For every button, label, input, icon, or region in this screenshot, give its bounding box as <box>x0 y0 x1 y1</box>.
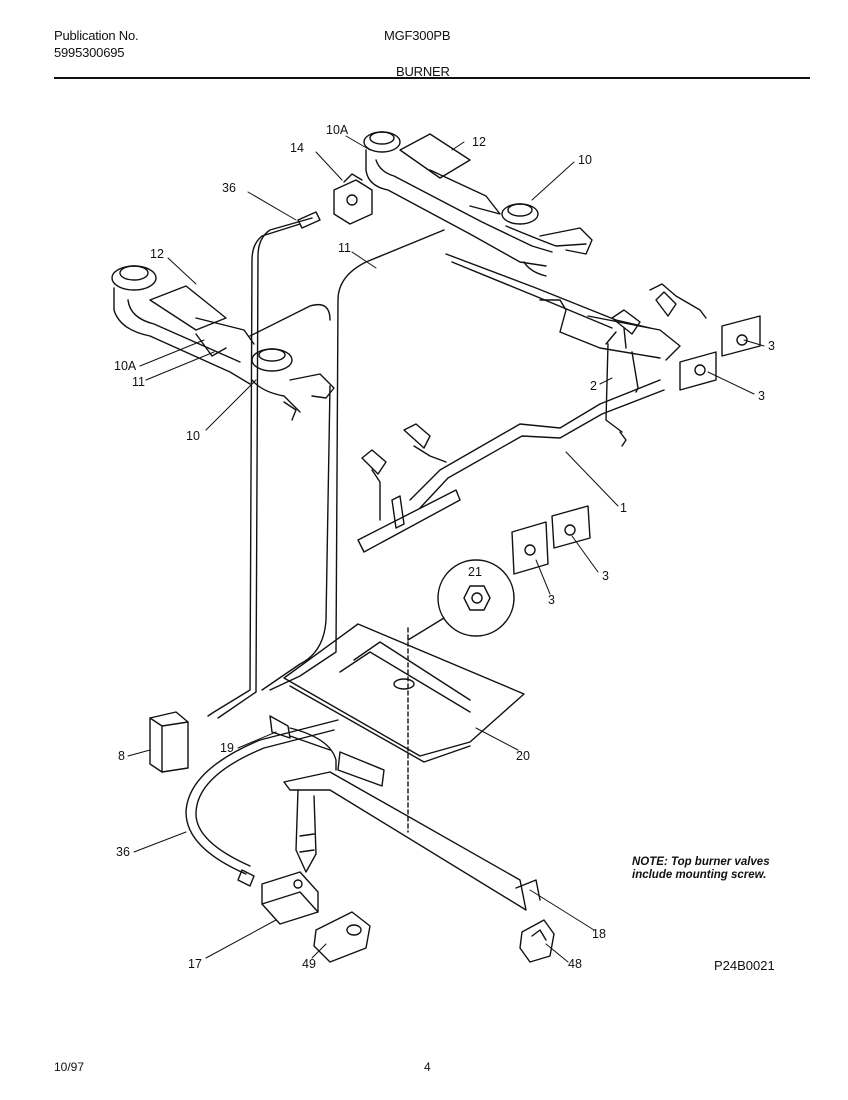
callout-10-top: 10 <box>578 153 592 167</box>
callout-20: 20 <box>516 749 530 763</box>
rear-mounting-plates <box>619 315 761 447</box>
header-rule <box>54 77 810 79</box>
footer-date: 10/97 <box>54 1060 85 1074</box>
callout-3-d: 3 <box>548 593 555 607</box>
callout-21: 21 <box>468 565 482 579</box>
rear-valves <box>605 283 707 433</box>
diagram-code: P24B0021 <box>714 958 775 973</box>
note-line-1: NOTE: Top burner valves <box>632 856 770 868</box>
callout-14: 14 <box>290 141 304 155</box>
callout-3-a: 3 <box>768 339 775 353</box>
flex-tube <box>185 719 339 887</box>
clip-48 <box>519 919 555 963</box>
model-number: MGF300PB <box>384 28 451 43</box>
callout-10a-left: 10A <box>114 359 137 373</box>
rear-burner-assembly <box>363 131 681 361</box>
note-line-2: include mounting screw. <box>632 869 767 881</box>
callout-18: 18 <box>592 927 606 941</box>
mounting-note: NOTE: Top burner valves include mounting… <box>632 856 770 882</box>
publication-label: Publication No. <box>54 28 139 43</box>
callout-labels: 10A 12 14 36 10 11 12 10A 11 10 3 2 3 1 … <box>114 123 775 971</box>
callout-3-b: 3 <box>758 389 765 403</box>
callout-10-left: 10 <box>186 429 200 443</box>
callout-12-top: 12 <box>472 135 486 149</box>
callout-19: 19 <box>220 741 234 755</box>
nut-detail-circle <box>407 559 515 641</box>
callout-1: 1 <box>620 501 627 515</box>
callout-36-top: 36 <box>222 181 236 195</box>
callout-10a-top: 10A <box>326 123 349 137</box>
bracket-49 <box>313 911 371 963</box>
callout-11-left: 11 <box>132 375 145 389</box>
callout-36-bottom: 36 <box>116 845 130 859</box>
callout-3-c: 3 <box>602 569 609 583</box>
manifold <box>409 379 665 509</box>
callout-2: 2 <box>590 379 597 393</box>
valve-bracket-17 <box>261 871 319 925</box>
section-title: BURNER <box>396 64 450 79</box>
oven-burner <box>269 715 541 911</box>
left-burner-assembly <box>111 265 335 421</box>
callout-8: 8 <box>118 749 125 763</box>
tubing <box>207 217 445 719</box>
callout-49: 49 <box>302 957 316 971</box>
page-number: 4 <box>424 1060 431 1074</box>
block-8 <box>149 711 189 773</box>
regulator <box>297 173 373 229</box>
callout-11-top: 11 <box>338 241 351 255</box>
leader-lines <box>127 135 765 963</box>
burner-reflector <box>283 623 525 833</box>
callout-17: 17 <box>188 957 202 971</box>
publication-number: 5995300695 <box>54 45 125 60</box>
front-valves <box>357 423 461 553</box>
callout-48: 48 <box>568 957 582 971</box>
callout-12-left: 12 <box>150 247 164 261</box>
front-mounting-plates <box>511 505 591 575</box>
